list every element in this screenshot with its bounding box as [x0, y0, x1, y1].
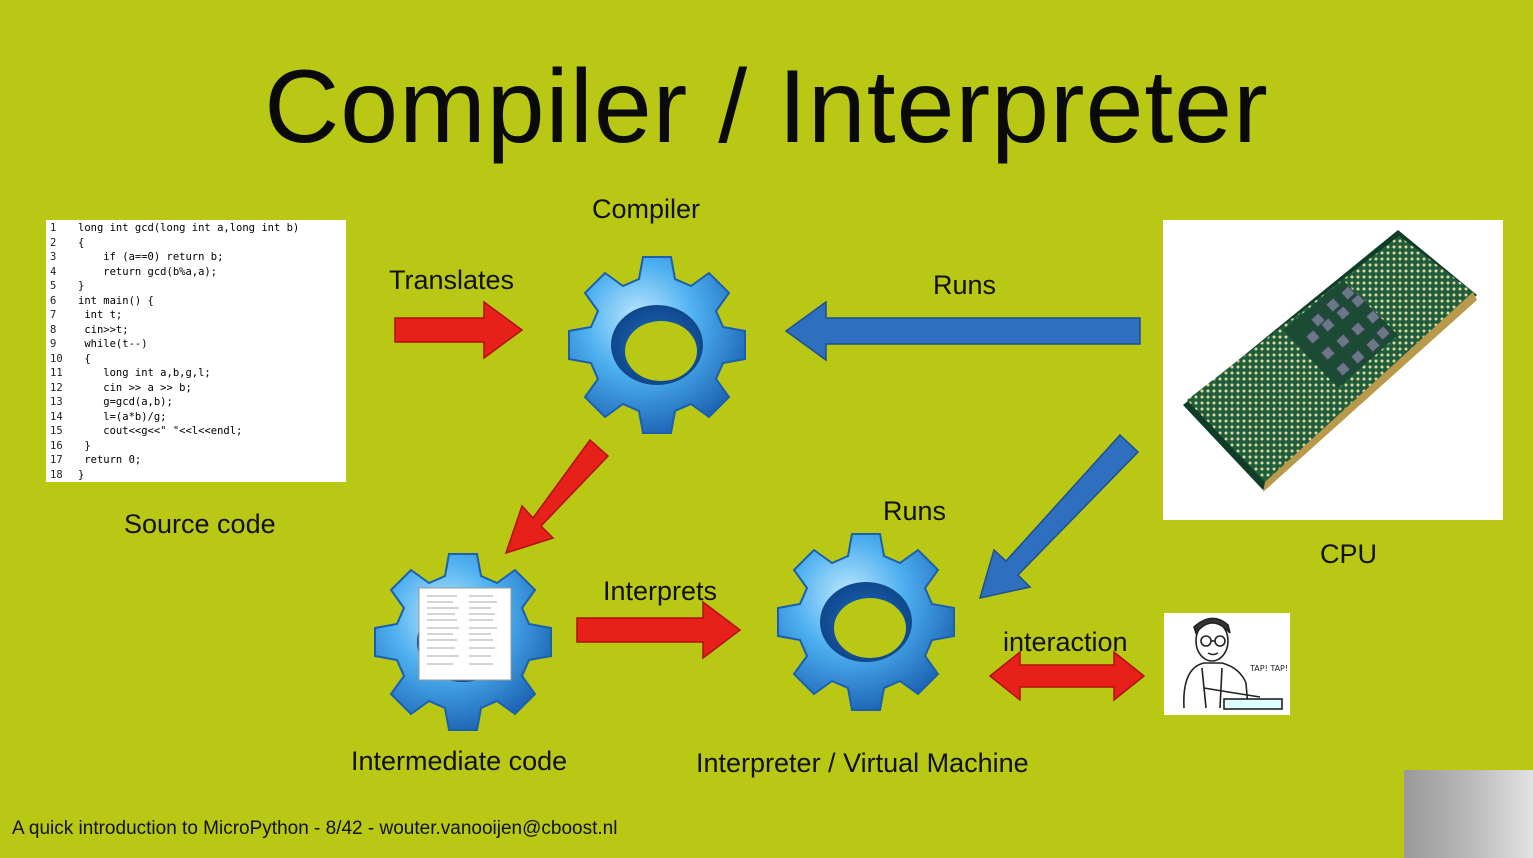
- code-text: return gcd(b%a,a);: [78, 265, 218, 278]
- code-line: 3 if (a==0) return b;: [50, 250, 342, 265]
- interprets-arrow: [576, 600, 742, 660]
- line-number: 11: [50, 367, 63, 379]
- interpreter-gear-icon: [777, 533, 955, 711]
- code-text: }: [78, 439, 91, 452]
- webcam-corner: [1404, 770, 1533, 858]
- translates-label: Translates: [389, 265, 515, 295]
- line-number: 1: [50, 222, 57, 234]
- runs-top-arrow: [784, 300, 1141, 362]
- line-number: 18: [50, 468, 63, 481]
- line-number: 14: [50, 410, 63, 423]
- code-line: 9 while(t--): [50, 337, 342, 352]
- code-line: 7 int t;: [50, 308, 342, 323]
- runs-bottom-arrow: [978, 433, 1140, 600]
- code-text: while(t--): [78, 338, 148, 350]
- code-line: 12 cin >> a >> b;: [50, 381, 342, 396]
- code-text: {: [78, 352, 91, 365]
- code-line: 5}: [50, 279, 342, 294]
- user-image: TAP! TAP!: [1164, 613, 1290, 715]
- code-line: 6 int main() {: [50, 294, 342, 309]
- code-line: 2{: [50, 236, 342, 251]
- code-line: 16 }: [50, 439, 342, 454]
- line-number: 8: [50, 323, 57, 336]
- slide-title: Compiler / Interpreter: [264, 49, 1269, 165]
- code-line: 11 long int a,b,g,l;: [50, 366, 342, 381]
- person-typing-icon: TAP! TAP!: [1183, 617, 1288, 710]
- code-text: g=gcd(a,b);: [78, 396, 173, 408]
- code-text: cout<<g<<" "<<l<<endl;: [78, 425, 243, 437]
- code-line: 8 cin>>t;: [50, 323, 342, 338]
- source-code-label: Source code: [124, 509, 276, 539]
- code-text: }: [78, 280, 85, 292]
- line-number: 13: [50, 396, 63, 408]
- line-number: 9: [50, 338, 57, 350]
- compile-down-arrow: [504, 438, 610, 555]
- line-number: 17: [50, 454, 63, 466]
- code-text: long int gcd(long int a,long int b): [78, 222, 300, 234]
- line-number: 12: [50, 381, 63, 394]
- cpu-image: [1163, 220, 1503, 520]
- code-line: 17 return 0;: [50, 453, 342, 468]
- intermediate-code-label: Intermediate code: [351, 746, 568, 776]
- translates-arrow: [394, 300, 524, 360]
- compiler-label: Compiler: [592, 194, 701, 224]
- code-text: return 0;: [78, 454, 142, 466]
- interaction-label: interaction: [1003, 627, 1128, 657]
- tap-caption: TAP! TAP!: [1249, 664, 1288, 673]
- line-number: 2: [50, 236, 57, 249]
- line-number: 7: [50, 309, 57, 321]
- cpu-chip-icon: [1183, 230, 1477, 492]
- cpu-label: CPU: [1320, 539, 1378, 569]
- code-line: 18}: [50, 468, 342, 483]
- code-text: cin >> a >> b;: [78, 381, 192, 394]
- line-number: 3: [50, 251, 57, 263]
- code-text: cin>>t;: [78, 323, 129, 336]
- code-text: int main() {: [78, 294, 154, 307]
- code-text: }: [78, 468, 85, 481]
- intermediate-gear-icon: [374, 553, 552, 731]
- code-text: {: [78, 236, 85, 249]
- code-line: 1 long int gcd(long int a,long int b): [50, 221, 342, 236]
- code-line: 15 cout<<g<<" "<<l<<endl;: [50, 424, 342, 439]
- code-text: if (a==0) return b;: [78, 251, 224, 263]
- slide-footer: A quick introduction to MicroPython - 8/…: [12, 818, 618, 839]
- line-number: 4: [50, 265, 57, 278]
- compiler-gear-icon: [568, 256, 746, 434]
- line-number: 10: [50, 352, 63, 365]
- line-number: 6: [50, 294, 57, 307]
- code-line: 10 {: [50, 352, 342, 367]
- line-number: 5: [50, 280, 57, 292]
- runs-top-label: Runs: [933, 270, 997, 300]
- code-line: 14 l=(a*b)/g;: [50, 410, 342, 425]
- code-text: int t;: [78, 309, 123, 321]
- interaction-arrow: [988, 650, 1146, 702]
- interpreter-vm-label: Interpreter / Virtual Machine: [696, 748, 1029, 778]
- line-number: 16: [50, 439, 63, 452]
- runs-bottom-label: Runs: [883, 496, 947, 526]
- code-text: l=(a*b)/g;: [78, 410, 167, 423]
- code-line: 4 return gcd(b%a,a);: [50, 265, 342, 280]
- code-line: 13 g=gcd(a,b);: [50, 395, 342, 410]
- interprets-label: Interprets: [603, 576, 718, 606]
- code-text: long int a,b,g,l;: [78, 367, 211, 379]
- line-number: 15: [50, 425, 63, 437]
